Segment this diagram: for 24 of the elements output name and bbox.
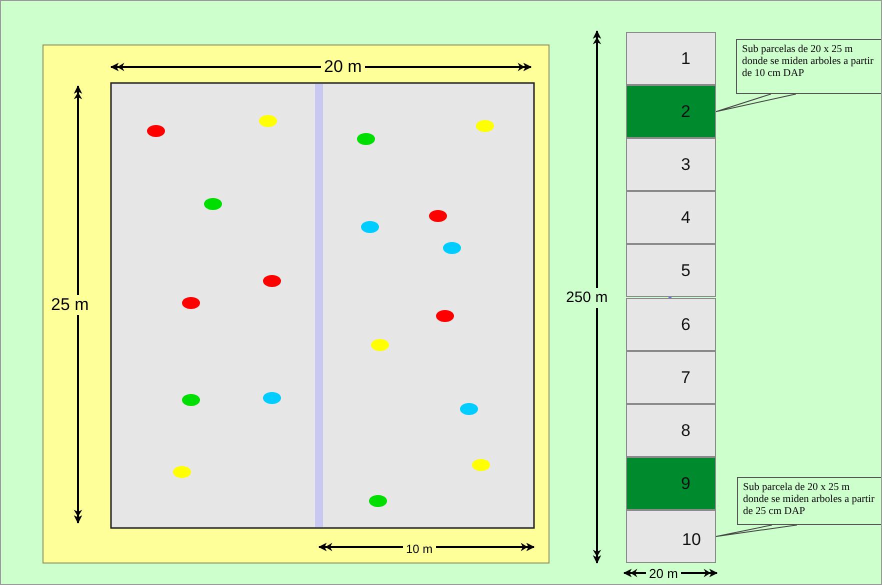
subplot-cell: [626, 298, 716, 351]
callout-box: Sub parcelas de 20 x 25 m donde se miden arboles a partir de 10 cm DAP: [736, 39, 881, 94]
leader-line: [716, 94, 796, 112]
subplot-cell: [626, 191, 716, 244]
leader-line: [716, 524, 798, 537]
subplot-number: 3: [681, 155, 690, 176]
subplot-number: 1: [681, 49, 690, 69]
subplot-number: 5: [681, 261, 690, 282]
subplot-number: 4: [681, 208, 690, 228]
subplot-number: 7: [681, 368, 690, 388]
subplot-number: 8: [681, 420, 690, 441]
subplot-number: 9: [681, 474, 690, 494]
subplot-cell: [626, 138, 716, 192]
subplot-cell: [626, 404, 716, 457]
subplot-cell: [626, 32, 716, 86]
highlighted-subplot: [626, 456, 716, 510]
subplot-cell: [626, 244, 716, 298]
subplot-number: 6: [681, 314, 690, 334]
subplot-number: 2: [681, 102, 690, 122]
highlighted-subplot: [626, 85, 716, 138]
subplot-cell: [626, 510, 716, 563]
subplot-cell: [626, 350, 716, 404]
callout-box: Sub parcela de 20 x 25 m donde se miden arboles a partir de 25 cm DAP: [737, 477, 881, 525]
subplot-number: 10: [682, 530, 701, 550]
